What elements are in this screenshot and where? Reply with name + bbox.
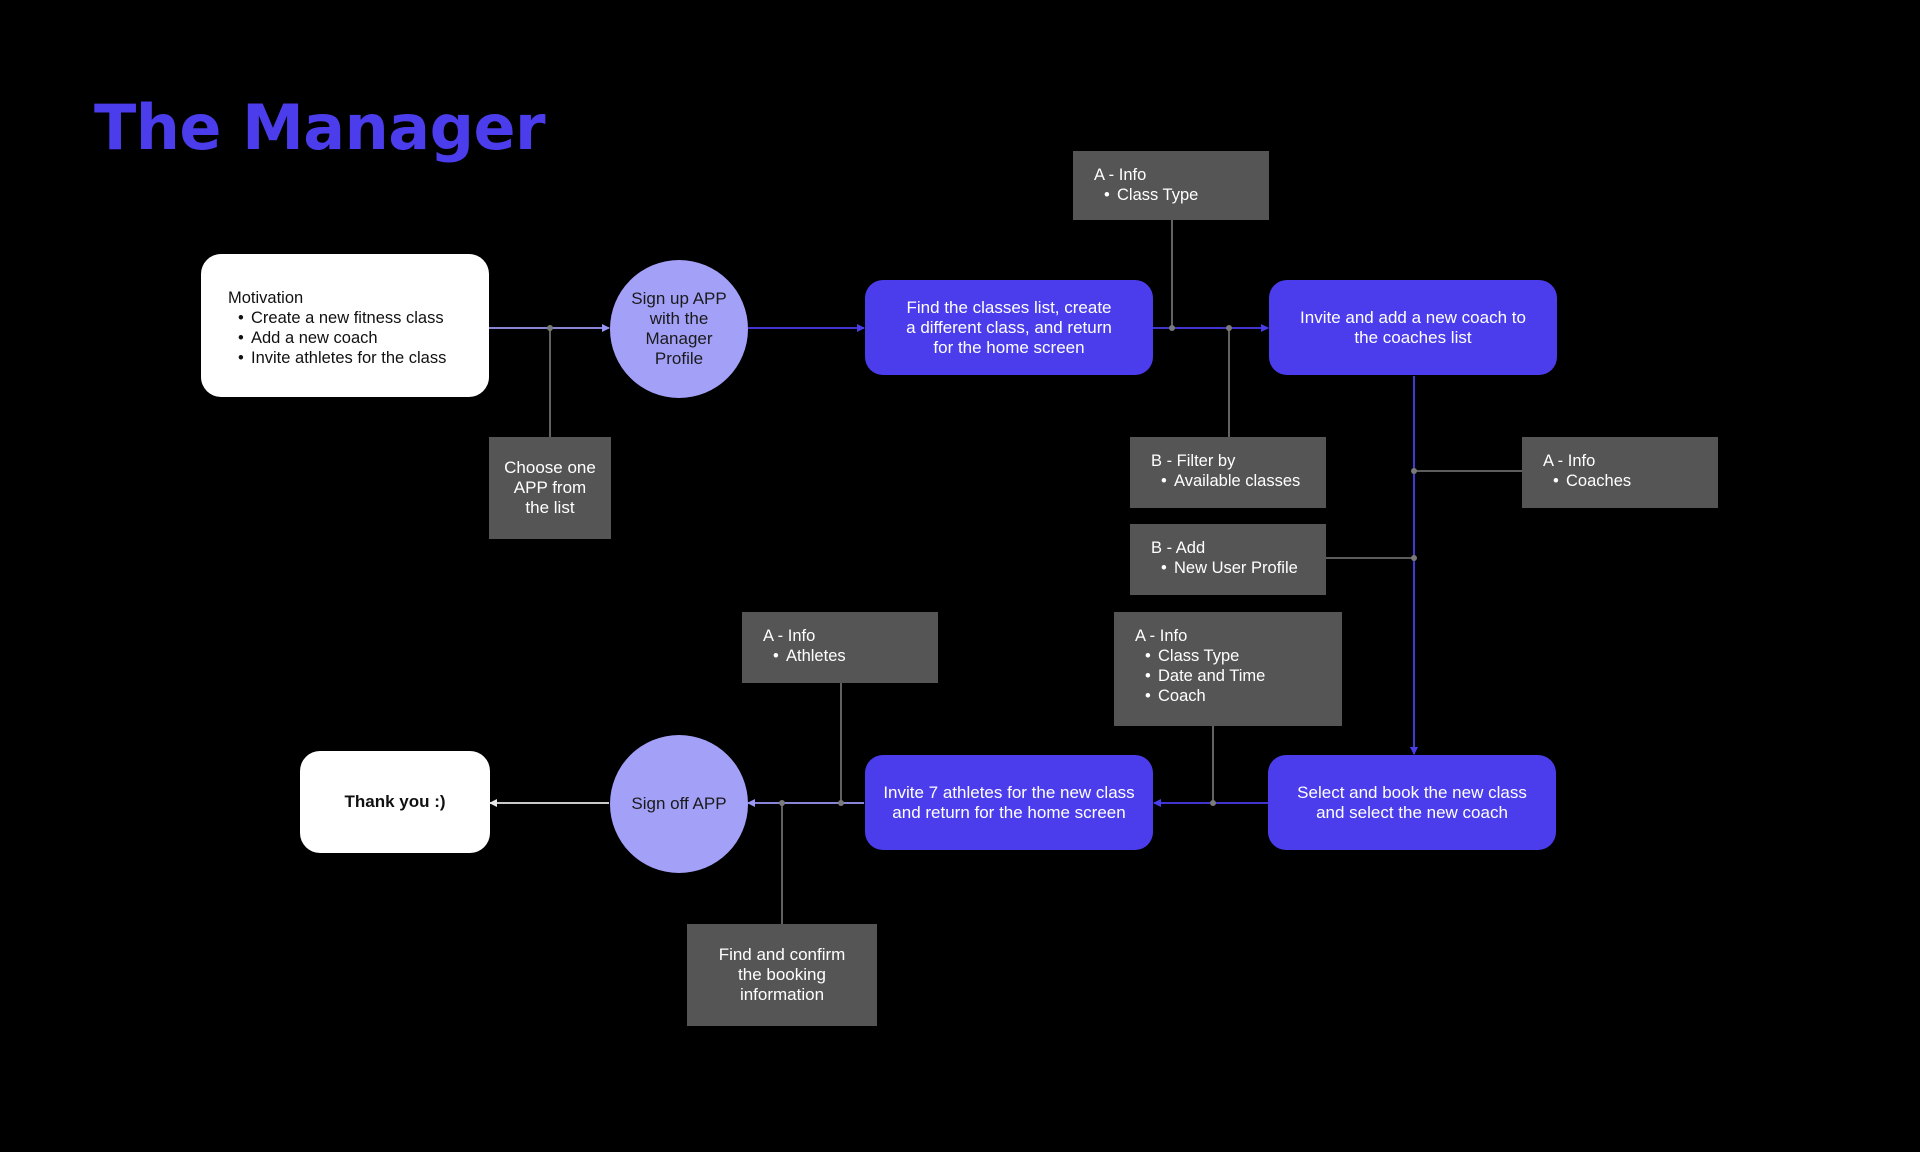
motivation-list: Create a new fitness class Add a new coa…: [228, 308, 462, 368]
info-class-type-box: A - Info Class Type: [1073, 151, 1269, 220]
invite-athletes-box: Invite 7 athletes for the new class and …: [865, 755, 1153, 850]
add-user-heading: B - Add: [1151, 539, 1206, 557]
info-coaches-item: Coaches: [1553, 471, 1697, 491]
info-class-details-list: Class Type Date and Time Coach: [1135, 646, 1321, 706]
info-athletes-box: A - Info Athletes: [742, 612, 938, 683]
add-user-box: B - Add New User Profile: [1130, 524, 1326, 595]
find-classes-box: Find the classes list, create a differen…: [865, 280, 1153, 375]
choose-app-box: Choose one APP from the list: [489, 437, 611, 539]
info-class-details-item: Coach: [1145, 686, 1321, 706]
info-class-details-item: Class Type: [1145, 646, 1321, 666]
info-coaches-list: Coaches: [1543, 471, 1697, 491]
select-book-box: Select and book the new class and select…: [1268, 755, 1556, 850]
sign-off-circle: Sign off APP: [610, 735, 748, 873]
motivation-item: Create a new fitness class: [238, 308, 462, 328]
info-athletes-heading: A - Info: [763, 627, 816, 645]
find-confirm-box: Find and confirm the booking information: [687, 924, 877, 1026]
add-user-list: New User Profile: [1151, 558, 1305, 578]
info-coaches-heading: A - Info: [1543, 452, 1596, 470]
info-athletes-list: Athletes: [763, 646, 917, 666]
page-title: The Manager: [94, 91, 546, 164]
filter-by-item: Available classes: [1161, 471, 1305, 491]
filter-by-list: Available classes: [1151, 471, 1305, 491]
info-class-type-list: Class Type: [1094, 185, 1248, 205]
invite-coach-box: Invite and add a new coach to the coache…: [1269, 280, 1557, 375]
thank-you-box: Thank you :): [300, 751, 490, 853]
info-class-details-box: A - Info Class Type Date and Time Coach: [1114, 612, 1342, 726]
filter-by-heading: B - Filter by: [1151, 452, 1236, 470]
info-class-type-item: Class Type: [1104, 185, 1248, 205]
info-class-details-heading: A - Info: [1135, 627, 1188, 645]
add-user-item: New User Profile: [1161, 558, 1305, 578]
info-class-type-heading: A - Info: [1094, 166, 1147, 184]
motivation-box: Motivation Create a new fitness class Ad…: [201, 254, 489, 397]
info-class-details-item: Date and Time: [1145, 666, 1321, 686]
info-coaches-box: A - Info Coaches: [1522, 437, 1718, 508]
motivation-heading: Motivation: [228, 289, 304, 307]
filter-by-box: B - Filter by Available classes: [1130, 437, 1326, 508]
sign-up-circle: Sign up APP with the Manager Profile: [610, 260, 748, 398]
motivation-item: Add a new coach: [238, 328, 462, 348]
info-athletes-item: Athletes: [773, 646, 917, 666]
motivation-item: Invite athletes for the class: [238, 348, 462, 368]
